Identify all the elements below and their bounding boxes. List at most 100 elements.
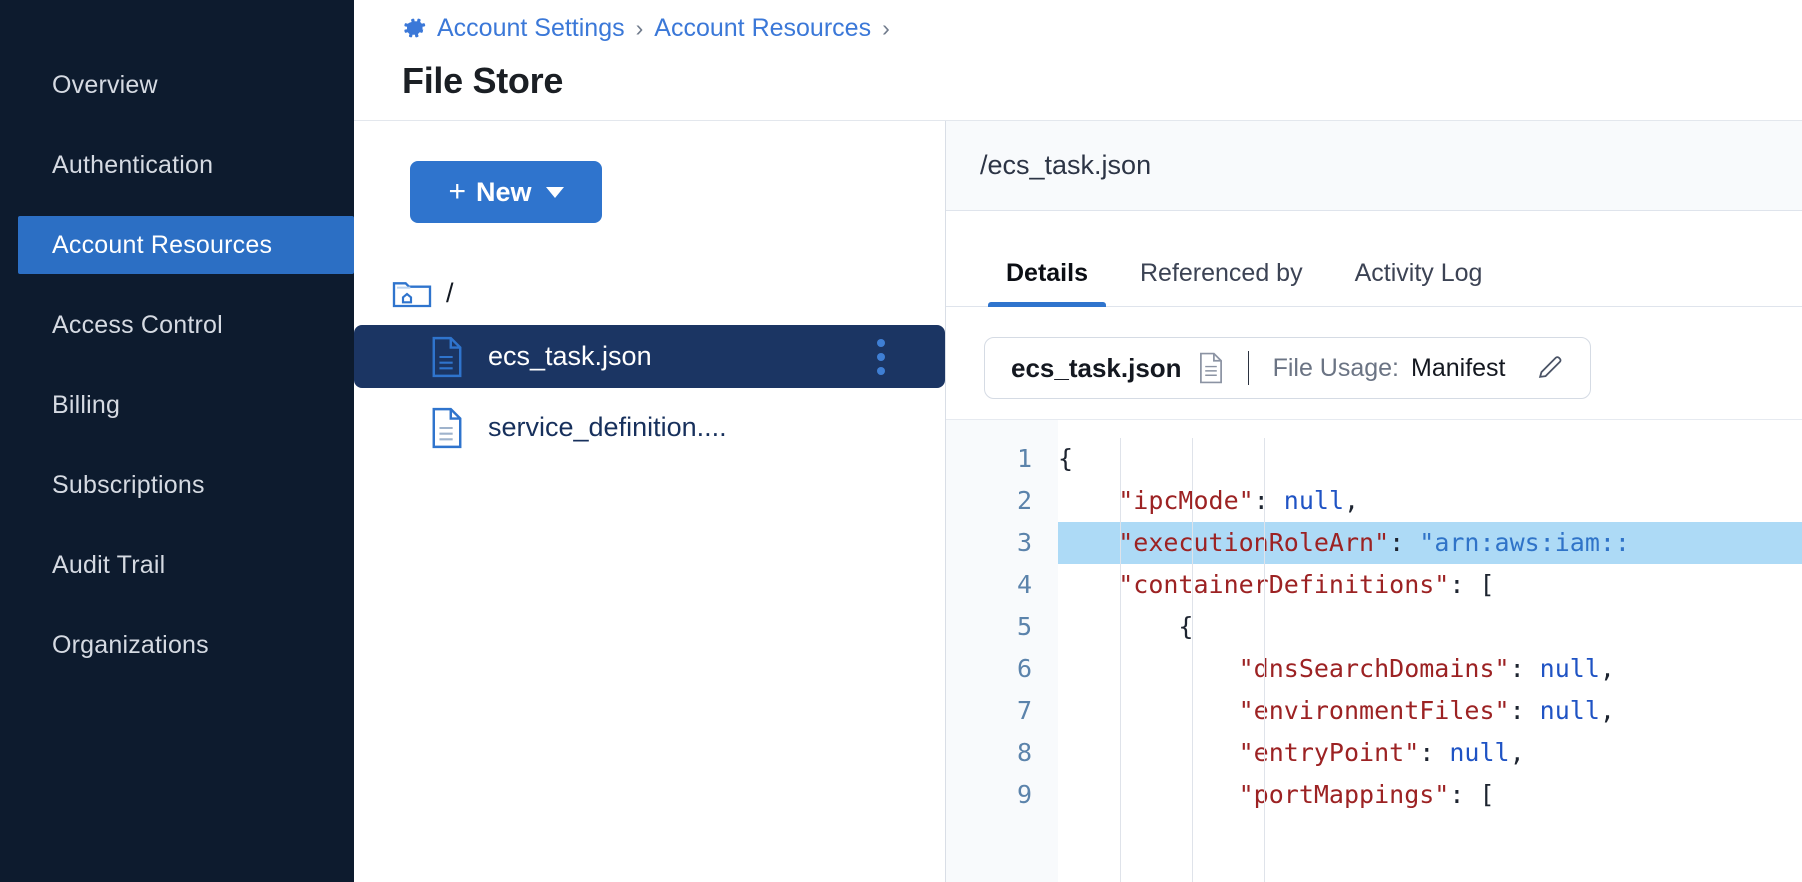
sidebar-item-label: Organizations: [52, 630, 209, 659]
token-punc: {: [1178, 612, 1194, 641]
new-button-label: New: [476, 176, 532, 207]
file-name: service_definition....: [488, 412, 727, 442]
line-number: 6: [1016, 654, 1032, 683]
sidebar-item-label: Subscriptions: [52, 470, 205, 499]
main-area: Account Settings › Account Resources › File…: [354, 0, 1802, 882]
tab-referenced-by[interactable]: Referenced by: [1139, 259, 1303, 287]
usage-label: File Usage:: [1272, 353, 1400, 382]
sidebar-item-account-resources[interactable]: Account Resources: [18, 216, 354, 274]
kebab-menu-icon[interactable]: [877, 338, 885, 375]
chevron-down-icon: [545, 186, 564, 198]
gear-icon: [404, 18, 426, 38]
token-key: "portMappings": [1238, 780, 1450, 809]
tab-activity-log[interactable]: Activity Log: [1354, 259, 1483, 287]
sidebar-item-label: Overview: [52, 70, 158, 99]
breadcrumb: Account Settings › Account Resources ›: [402, 8, 1802, 48]
file-tree-panel: + New / ecs_task.json service_definition.…: [354, 121, 946, 882]
token-val: null: [1539, 654, 1600, 683]
sidebar-item-access-control[interactable]: Access Control: [0, 296, 354, 354]
sidebar-item-label: Audit Trail: [52, 550, 166, 579]
token-punc: :: [1509, 696, 1540, 725]
token-key: "environmentFiles": [1238, 696, 1510, 725]
token-punc: ,: [1344, 486, 1360, 515]
sidebar-item-overview[interactable]: Overview: [0, 56, 354, 114]
indent: [1058, 654, 1239, 683]
detail-panel: /ecs_task.json Details Referenced by Activ…: [946, 121, 1802, 882]
token-punc: : [: [1449, 570, 1495, 599]
file-list: ecs_task.json service_definition....: [354, 325, 945, 459]
indent: [1058, 528, 1118, 557]
file-name: ecs_task.json: [488, 341, 652, 371]
sidebar-item-billing[interactable]: Billing: [0, 376, 354, 434]
file-json-icon: [432, 336, 462, 377]
page-title: File Store: [402, 60, 564, 101]
line-number: 1: [1016, 444, 1032, 473]
file-row[interactable]: service_definition....: [354, 396, 945, 459]
token-punc: ,: [1599, 654, 1615, 683]
sidebar-item-subscriptions[interactable]: Subscriptions: [0, 456, 354, 514]
line-number: 4: [1016, 570, 1032, 599]
breadcrumb-separator: ›: [635, 14, 644, 41]
divider: [1247, 351, 1249, 385]
sidebar-item-audit-trail[interactable]: Audit Trail: [0, 536, 354, 594]
sidebar-item-authentication[interactable]: Authentication: [0, 136, 354, 194]
breadcrumb-item-account-settings[interactable]: Account Settings: [437, 13, 625, 42]
body-row: + New / ecs_task.json service_definition.…: [354, 121, 1802, 882]
indent: [1058, 696, 1239, 725]
line-number: 2: [1016, 486, 1032, 515]
tab-bar: Details Referenced by Activity Log: [946, 211, 1802, 307]
pencil-icon[interactable]: [1536, 353, 1566, 383]
code-line[interactable]: "executionRoleArn": "arn:aws:iam::: [1058, 522, 1802, 564]
sidebar-item-label: Account Resources: [52, 230, 273, 259]
file-path-bar: /ecs_task.json: [946, 121, 1802, 211]
file-json-icon: [432, 407, 462, 448]
indent: [1058, 570, 1118, 599]
code-line[interactable]: {: [1058, 606, 1802, 648]
file-row[interactable]: ecs_task.json: [354, 325, 945, 388]
token-punc: :: [1389, 528, 1420, 557]
sidebar-item-label: Billing: [52, 390, 121, 419]
file-usage-card: ecs_task.json File Usage: Manifest: [984, 337, 1591, 399]
indent: [1058, 738, 1239, 767]
line-number: 9: [1016, 780, 1032, 809]
token-str: "arn:aws:iam::: [1419, 528, 1630, 557]
code-line[interactable]: "portMappings": [: [1058, 774, 1802, 816]
tree: / ecs_task.json service_definition....: [354, 269, 945, 459]
code-line[interactable]: "environmentFiles": null,: [1058, 690, 1802, 732]
code-line[interactable]: "dnsSearchDomains": null,: [1058, 648, 1802, 690]
code-line[interactable]: "ipcMode": null,: [1058, 480, 1802, 522]
token-val: null: [1539, 696, 1600, 725]
token-key: "containerDefinitions": [1118, 570, 1450, 599]
breadcrumb-item-account-resources[interactable]: Account Resources: [654, 13, 872, 42]
indent: [1058, 486, 1118, 515]
line-number: 3: [1016, 528, 1032, 557]
token-key: "executionRoleArn": [1118, 528, 1390, 557]
plus-icon: +: [448, 175, 466, 208]
line-number: 5: [1016, 612, 1032, 641]
tab-details[interactable]: Details: [980, 259, 1114, 307]
folder-home-icon: [392, 282, 432, 308]
line-number: 7: [1016, 696, 1032, 725]
code-line[interactable]: "containerDefinitions": [: [1058, 564, 1802, 606]
indent-guide: [1192, 438, 1193, 882]
code-line[interactable]: {: [1058, 438, 1802, 480]
token-punc: :: [1253, 486, 1284, 515]
indent-guide: [1264, 438, 1265, 882]
token-punc: ,: [1509, 738, 1525, 767]
breadcrumb-separator: ›: [882, 14, 890, 41]
top-bar: Account Settings › Account Resources › File…: [354, 0, 1802, 121]
usage-zone: ecs_task.json File Usage: Manifest: [946, 307, 1802, 419]
tree-root-label: /: [446, 277, 454, 308]
token-key: "dnsSearchDomains": [1238, 654, 1510, 683]
sidebar-item-organizations[interactable]: Organizations: [0, 616, 354, 674]
tree-root-row[interactable]: /: [354, 269, 945, 317]
code-content[interactable]: { "ipcMode": null, "executionRoleArn": "…: [1058, 420, 1802, 882]
code-line[interactable]: "entryPoint": null,: [1058, 732, 1802, 774]
new-button[interactable]: + New: [410, 161, 602, 223]
token-punc: {: [1058, 444, 1074, 473]
token-key: "ipcMode": [1118, 486, 1254, 515]
